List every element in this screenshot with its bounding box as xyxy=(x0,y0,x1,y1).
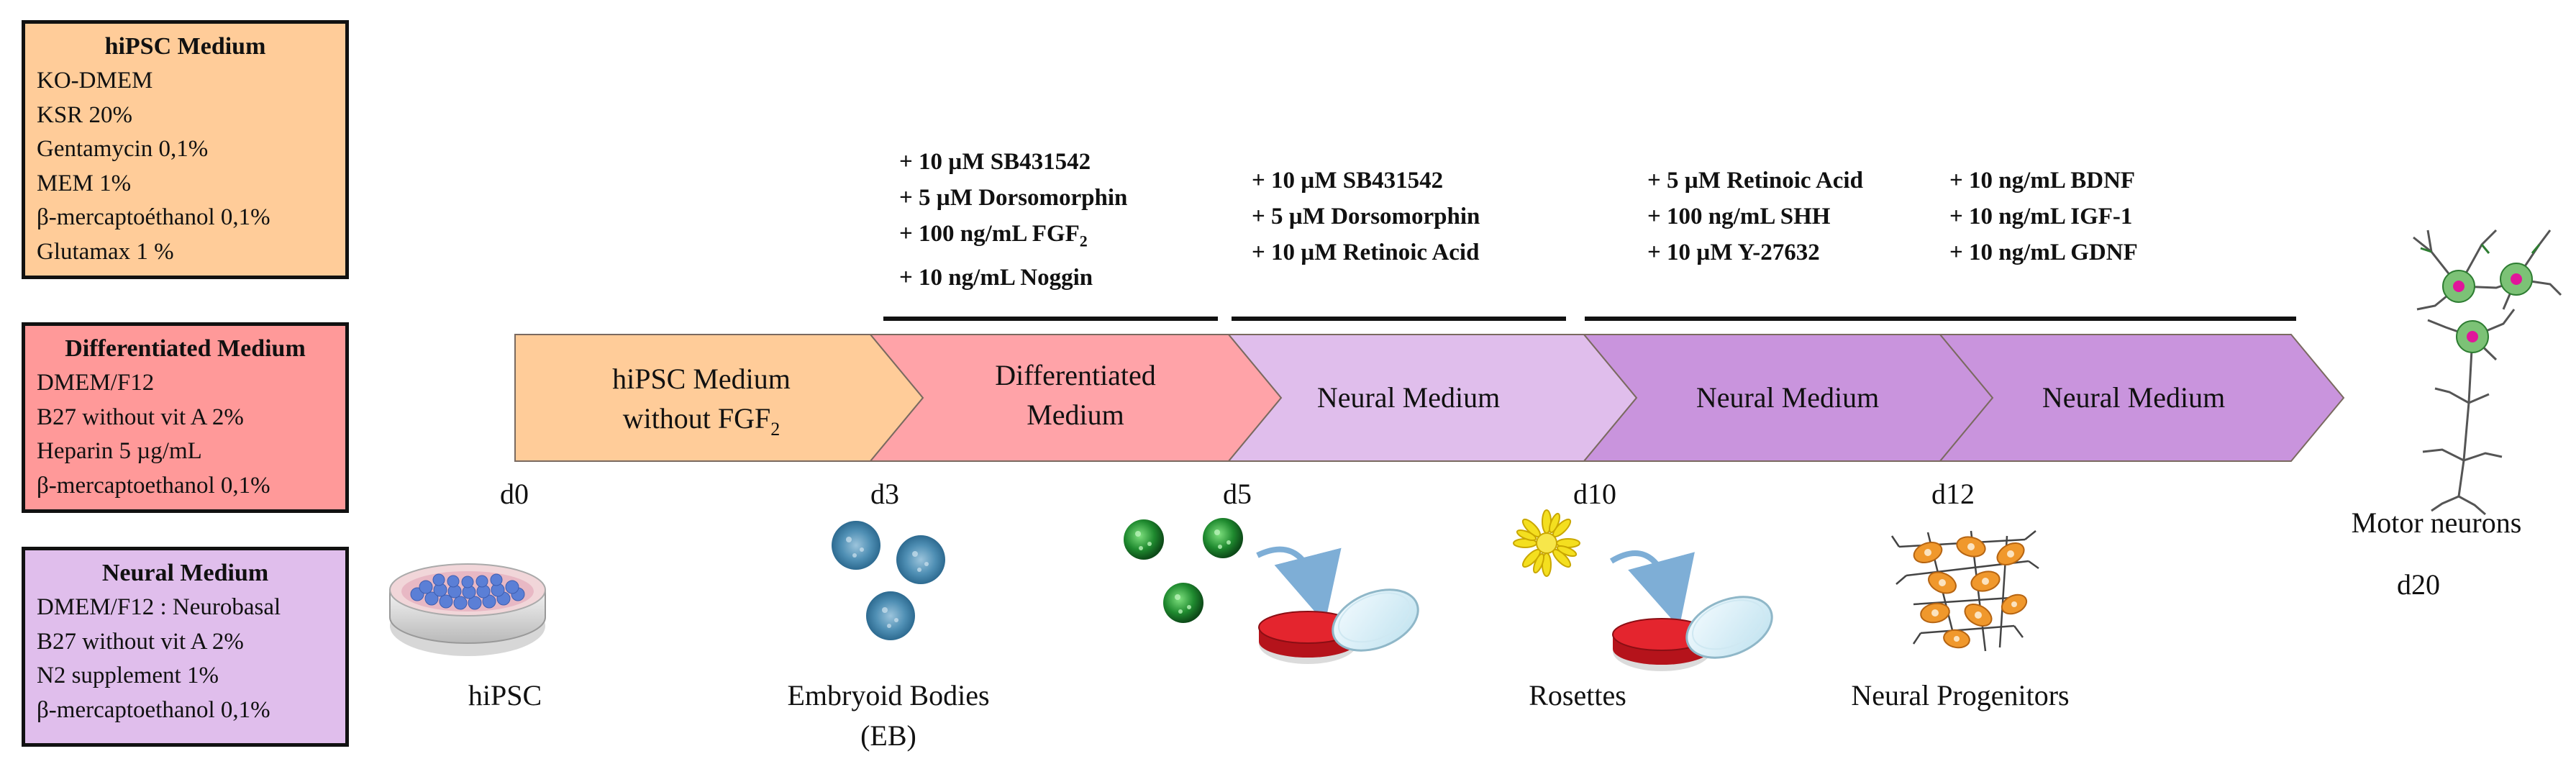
box-line: Gentamycin 0,1% xyxy=(37,136,209,162)
embryoid-body-icon xyxy=(832,521,945,640)
motor-neuron-icon xyxy=(2413,229,2562,516)
chevron-text: Medium xyxy=(1027,399,1124,431)
box-line: β-mercaptoéthanol 0,1% xyxy=(37,204,270,230)
box-line: N2 supplement 1% xyxy=(37,663,219,688)
supplement-line: + 100 ng/mL SHH xyxy=(1647,204,1831,229)
curved-arrow-icon xyxy=(1256,546,1342,624)
box-line: DMEM/F12 xyxy=(37,370,155,396)
neural-medium-box: Neural Medium DMEM/F12 : Neurobasal B27 … xyxy=(22,547,349,747)
green-spheroid-icon xyxy=(1124,518,1243,623)
neural-progenitor-cells-icon xyxy=(1890,530,2039,652)
rosette-icon xyxy=(1513,509,1580,577)
supplement-line: + 10 ng/mL GDNF xyxy=(1949,240,2138,265)
day-label-d20: d20 xyxy=(2397,568,2440,601)
petri-dish-red-icon xyxy=(1612,596,1773,671)
box-line: KO-DMEM xyxy=(37,68,153,94)
box-title: Differentiated Medium xyxy=(65,335,306,362)
box-line: MEM 1% xyxy=(37,170,132,196)
differentiated-medium-box: Differentiated Medium DMEM/F12 B27 witho… xyxy=(22,322,349,513)
curved-arrow-icon xyxy=(1609,550,1695,628)
box-line: B27 without vit A 2% xyxy=(37,404,244,430)
stage-label-embryoid-bodies: Embryoid Bodies xyxy=(787,679,989,711)
box-line: Glutamax 1 % xyxy=(37,238,174,265)
supplement-line: + 10 ng/mL Noggin xyxy=(899,264,1093,291)
box-line: DMEM/F12 : Neurobasal xyxy=(37,594,281,620)
supplement-line: + 10 µM Retinoic Acid xyxy=(1252,240,1480,265)
stage-label-eb: (EB) xyxy=(860,719,916,752)
day-label-d3: d3 xyxy=(870,478,899,510)
supplements-d3-d5: + 10 µM SB431542 + 5 µM Dorsomorphin + 1… xyxy=(899,144,1127,296)
supplement-line: + 100 ng/mL FGF2 xyxy=(899,216,1127,260)
box-line: β-mercaptoethanol 0,1% xyxy=(37,696,270,723)
stage-label-neural-progenitors: Neural Progenitors xyxy=(1851,679,2069,711)
chevron-text: Neural Medium xyxy=(1696,381,1879,414)
box-line: Heparin 5 µg/mL xyxy=(37,438,202,464)
chevron-text: Neural Medium xyxy=(1317,381,1500,414)
day-label-d10: d10 xyxy=(1573,478,1616,510)
petri-dish-red-icon xyxy=(1258,588,1419,664)
stage-label-rosettes: Rosettes xyxy=(1529,679,1626,711)
day-label-d0: d0 xyxy=(500,478,529,510)
box-title: hiPSC Medium xyxy=(104,33,266,60)
timeline-chevron-neural-medium-3 xyxy=(1938,334,2345,462)
fgf-subscript: 2 xyxy=(770,419,780,440)
chevron-text: without FGF2 xyxy=(623,402,780,440)
day-label-d5: d5 xyxy=(1223,478,1252,510)
supplement-line: + 10 µM SB431542 xyxy=(1252,168,1444,194)
chevron-text: Neural Medium xyxy=(2042,381,2225,414)
timeline-chevron-differentiated-medium xyxy=(868,334,1283,462)
supplement-line: + 10 ng/mL IGF-1 xyxy=(1949,204,2133,229)
box-title: Neural Medium xyxy=(101,560,269,586)
supplement-fgf-text: + 100 ng/mL FGF xyxy=(899,221,1080,247)
day-label-d12: d12 xyxy=(1931,478,1975,510)
timeline-chevron-hipsc-medium xyxy=(514,334,924,462)
stage-label-hipsc: hiPSC xyxy=(468,679,542,711)
stage-label-motor-neurons: Motor neurons xyxy=(2352,506,2522,539)
supplements-d10-d12: + 5 µM Retinoic Acid + 100 ng/mL SHH + 1… xyxy=(1647,163,1863,270)
supplement-line: + 5 µM Dorsomorphin xyxy=(899,185,1128,211)
supplement-line: + 10 µM Y-27632 xyxy=(1647,240,1820,265)
fgf-subscript: 2 xyxy=(1079,232,1088,250)
box-line: B27 without vit A 2% xyxy=(37,628,244,655)
box-line: KSR 20% xyxy=(37,101,132,128)
supplements-d5-d10: + 10 µM SB431542 + 5 µM Dorsomorphin + 1… xyxy=(1252,163,1480,270)
supplement-line: + 5 µM Retinoic Acid xyxy=(1647,168,1863,194)
box-line: β-mercaptoethanol 0,1% xyxy=(37,472,270,499)
supplement-line: + 5 µM Dorsomorphin xyxy=(1252,204,1480,229)
chevron-text: hiPSC Medium xyxy=(612,363,791,395)
supplements-d12-d20: + 10 ng/mL BDNF + 10 ng/mL IGF-1 + 10 ng… xyxy=(1949,163,2138,270)
chevron-text-main: without FGF xyxy=(623,402,771,435)
chevron-text: Differentiated xyxy=(995,359,1156,391)
supplement-line: + 10 ng/mL BDNF xyxy=(1949,168,2136,194)
supplement-line: + 10 µM SB431542 xyxy=(899,149,1091,175)
hipsc-medium-box: hiPSC Medium KO-DMEM KSR 20% Gentamycin … xyxy=(22,20,349,279)
petri-dish-cells-icon xyxy=(389,563,546,656)
